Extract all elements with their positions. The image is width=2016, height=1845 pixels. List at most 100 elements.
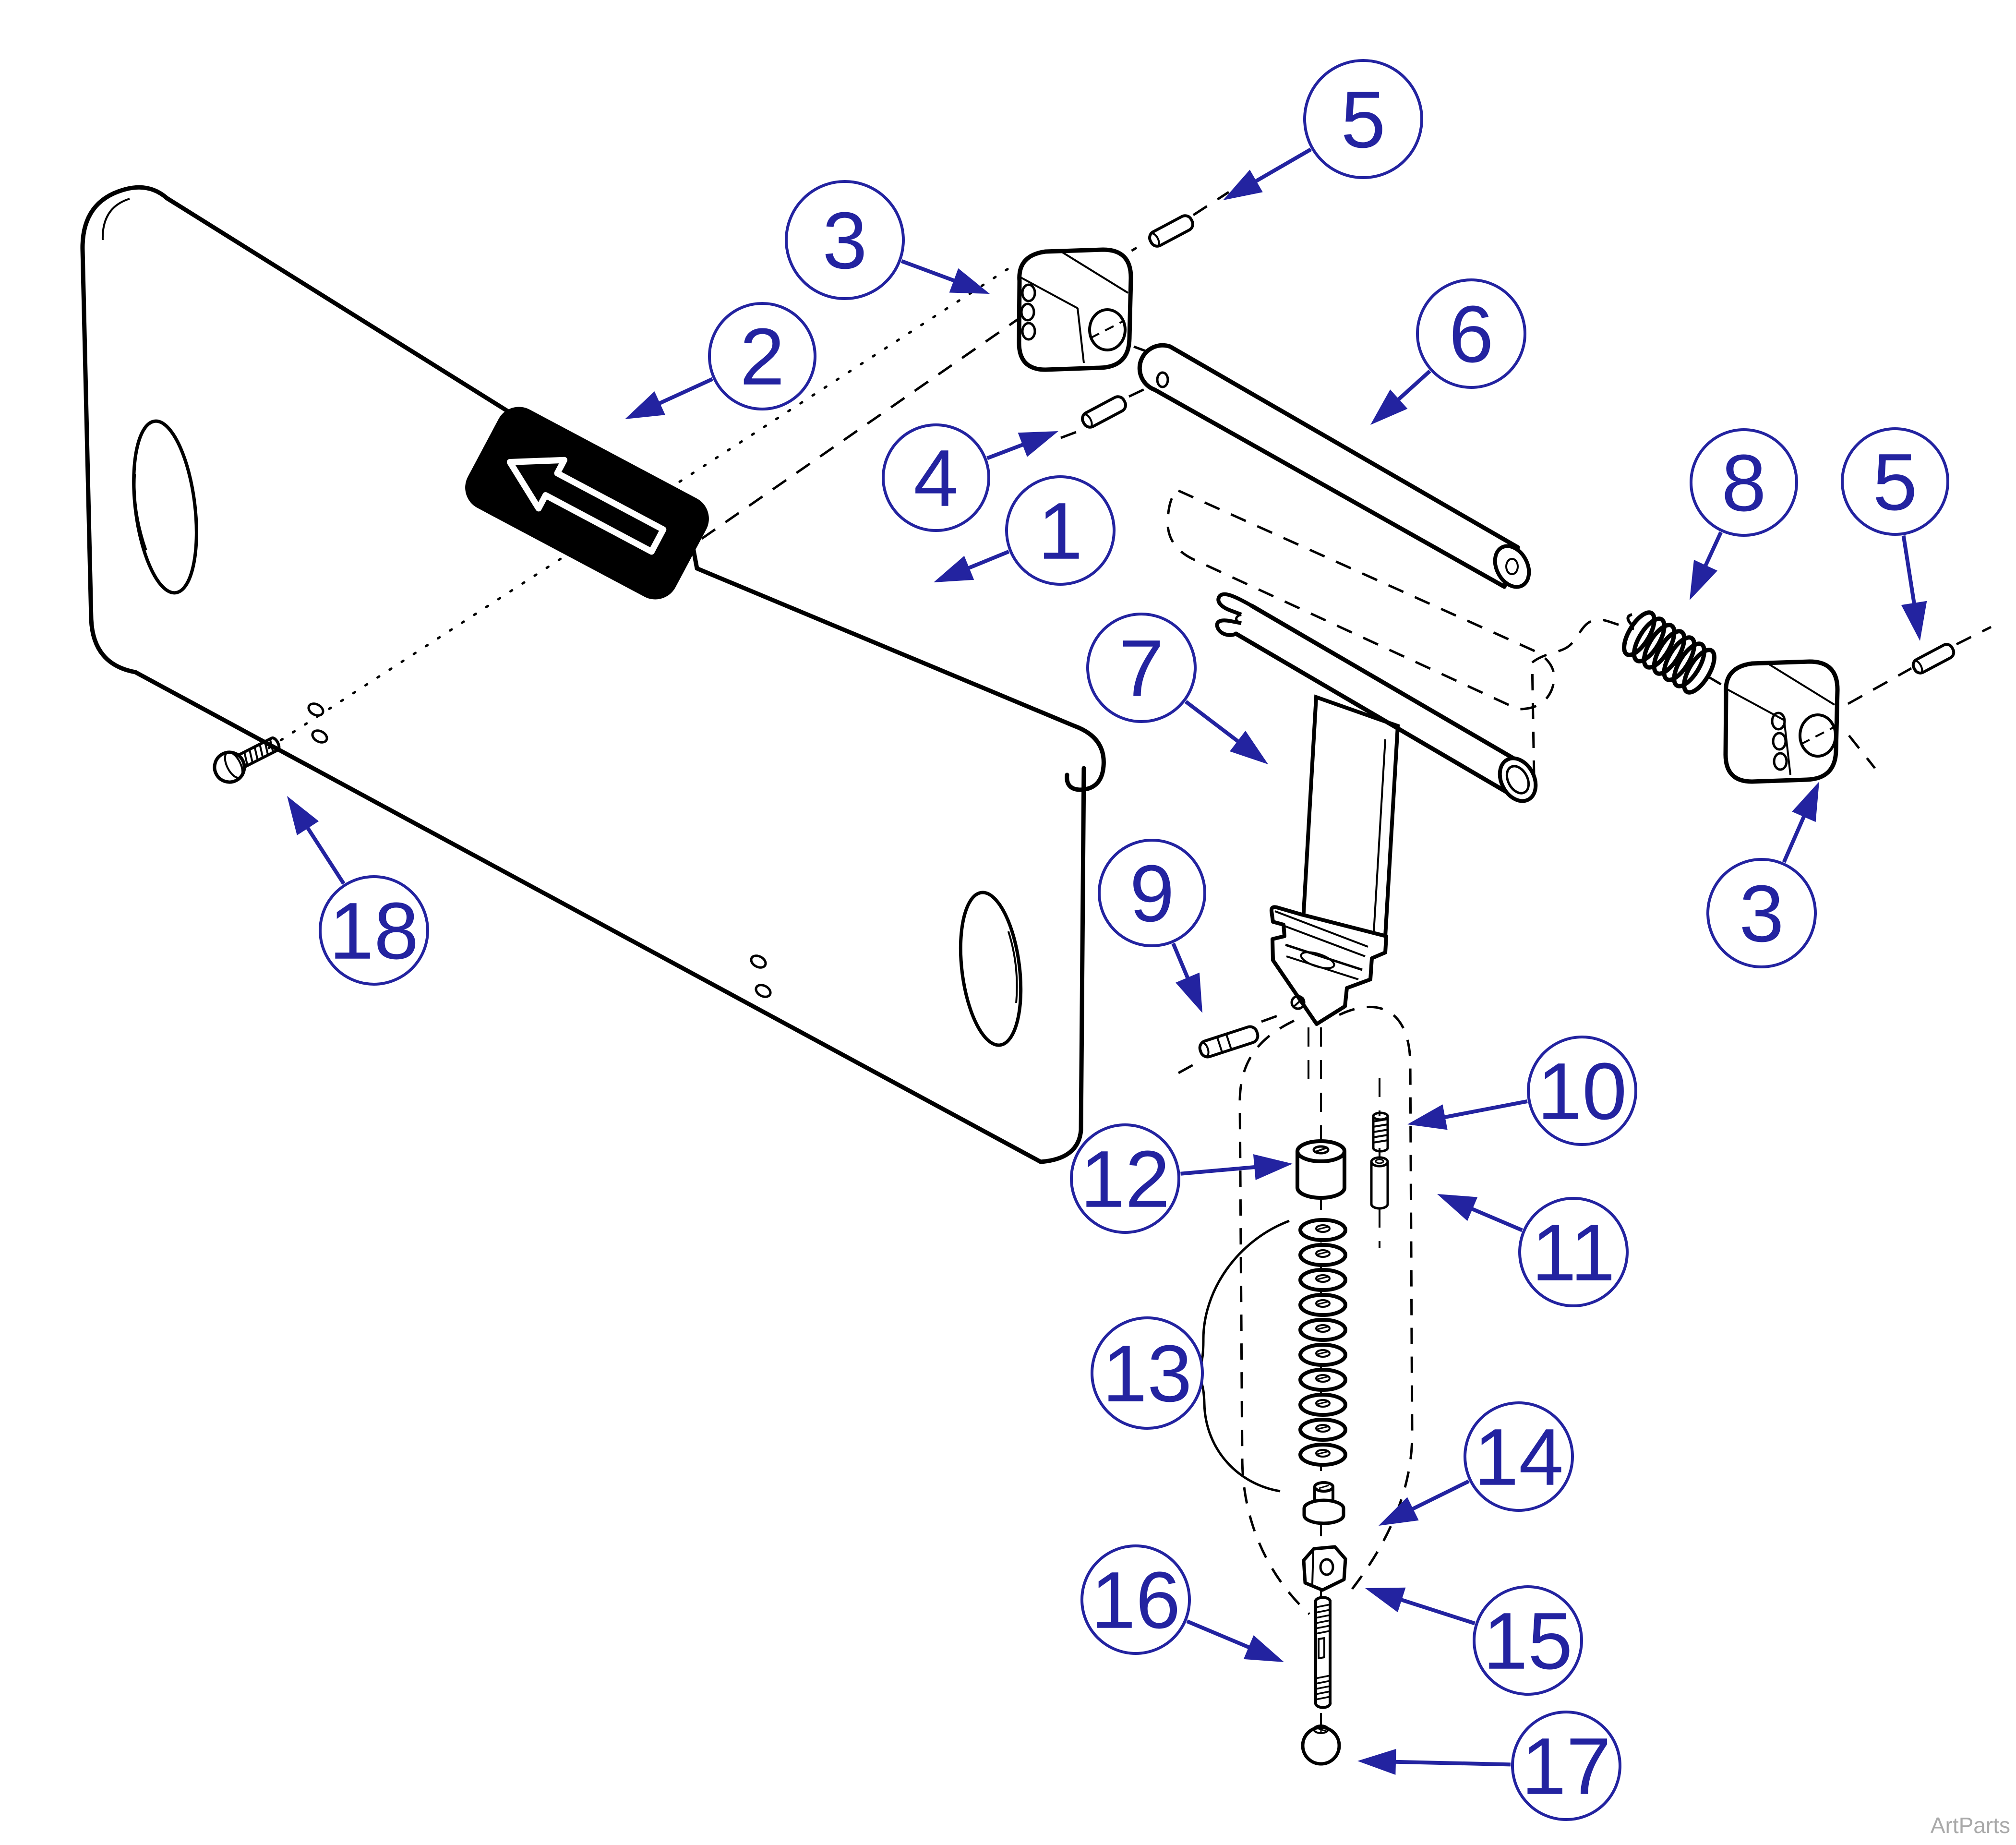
callout-9: 9	[1098, 839, 1206, 1013]
release-pin	[1177, 1013, 1283, 1074]
handle-slot-right	[959, 891, 1023, 1047]
leader-line	[1439, 1099, 1528, 1121]
handle-tube	[1234, 603, 1528, 796]
callout-number: 9	[1129, 848, 1174, 939]
leader-line	[654, 377, 714, 408]
handle-tube-mouth	[1498, 756, 1538, 803]
panel-screw-hole	[307, 702, 324, 717]
rod-phantom-outline	[1166, 489, 1556, 711]
callout-number: 17	[1522, 1721, 1611, 1811]
callout-number: 14	[1474, 1412, 1564, 1502]
callout-number: 2	[740, 312, 784, 402]
leader-arrowhead	[949, 268, 990, 294]
callout-10: 10	[1407, 1036, 1637, 1146]
threaded-stud	[1314, 1596, 1332, 1709]
callout-number: 18	[329, 886, 419, 976]
spring-coil	[1652, 629, 1687, 676]
rod-body	[1137, 343, 1520, 589]
block-bore	[1799, 713, 1837, 758]
leader-arrowhead	[625, 391, 665, 419]
callout-7: 7	[1086, 613, 1268, 764]
roll-pin-front	[1081, 395, 1127, 429]
spring-coil	[1662, 635, 1697, 682]
callout-balloon	[1518, 1197, 1629, 1307]
callout-number: 12	[1080, 1134, 1170, 1224]
set-screw	[1372, 1111, 1389, 1153]
sleeve-bushing	[1370, 1156, 1389, 1210]
leader-line	[1466, 1205, 1523, 1232]
callout-balloon	[1070, 1123, 1180, 1234]
adjuster-stack	[1188, 1005, 1414, 1766]
leader-arrowhead	[1253, 1154, 1293, 1180]
washer	[1298, 1318, 1347, 1342]
leader-line	[1393, 369, 1431, 405]
spacer-cylinder	[1296, 1139, 1346, 1200]
leader-line	[1782, 810, 1808, 863]
callout-number: 11	[1532, 1207, 1615, 1298]
callout-balloon	[708, 302, 816, 410]
leader-arrowhead	[1223, 169, 1263, 200]
leader-line	[303, 822, 346, 885]
callout-balloon	[1080, 1544, 1191, 1655]
callout-balloon	[1091, 1316, 1204, 1430]
callout-number: 13	[1103, 1328, 1192, 1419]
leader-arrowhead	[1379, 1497, 1419, 1526]
callout-number: 8	[1721, 438, 1766, 528]
callout-number: 7	[1119, 623, 1164, 713]
block-bore	[1088, 308, 1127, 351]
clamp-pin-hole	[1290, 995, 1306, 1010]
t-handle	[1215, 592, 1634, 1026]
callout-5-top: 5	[1223, 59, 1423, 200]
leader-arrowhead	[1437, 1194, 1478, 1221]
callout-17: 17	[1357, 1711, 1621, 1821]
leader-line	[1407, 1479, 1470, 1513]
leader-arrowhead	[1365, 1587, 1406, 1613]
leader-arrowhead	[1792, 782, 1819, 822]
label-left-arrow-icon	[506, 457, 667, 555]
callout-balloon	[785, 180, 905, 300]
shoulder-screw	[1302, 1481, 1345, 1525]
leader-arrowhead	[1229, 731, 1268, 764]
callout-3-top: 3	[785, 180, 990, 300]
leader-arrowhead	[1407, 1104, 1448, 1130]
callout-number: 4	[913, 433, 958, 523]
callout-11: 11	[1437, 1194, 1629, 1307]
callout-balloon	[1511, 1711, 1621, 1821]
callout-balloon	[1098, 839, 1206, 947]
panel-screw-hole	[311, 729, 328, 744]
arrow-label	[465, 407, 709, 600]
callout-18: 18	[287, 796, 429, 986]
handle-arm	[1299, 694, 1400, 947]
washer	[1298, 1268, 1347, 1292]
leader-line	[1395, 1596, 1476, 1626]
washer	[1298, 1393, 1347, 1417]
callout-balloon	[319, 875, 429, 986]
callout-number: 5	[1341, 74, 1385, 165]
leader-line	[1171, 942, 1192, 984]
handle-clamp	[1269, 905, 1388, 1026]
callout-balloon	[1690, 428, 1798, 537]
callout-balloon	[1473, 1585, 1583, 1696]
callout-number: 10	[1537, 1046, 1627, 1136]
panel-screw-hole	[755, 984, 772, 998]
leader-line	[1901, 535, 1917, 609]
leader-line	[963, 550, 1010, 572]
callout-13: 13	[1091, 1316, 1204, 1430]
leader-line	[986, 441, 1029, 460]
leader-line	[1186, 1619, 1255, 1652]
spring-coil	[1672, 641, 1707, 688]
rod-pin-hole	[1156, 371, 1169, 388]
roll-pin-top	[1148, 214, 1194, 248]
mount-block-top	[1017, 191, 1230, 439]
leader-arrowhead	[1370, 389, 1408, 425]
callout-number: 3	[822, 195, 867, 286]
callout-15: 15	[1365, 1585, 1583, 1696]
screw-axis-dotted-line	[267, 267, 1009, 749]
callout-number: 3	[1739, 868, 1784, 959]
block-outline	[1017, 247, 1133, 372]
leader-arrowhead	[287, 796, 319, 835]
callout-balloon	[1086, 613, 1197, 723]
